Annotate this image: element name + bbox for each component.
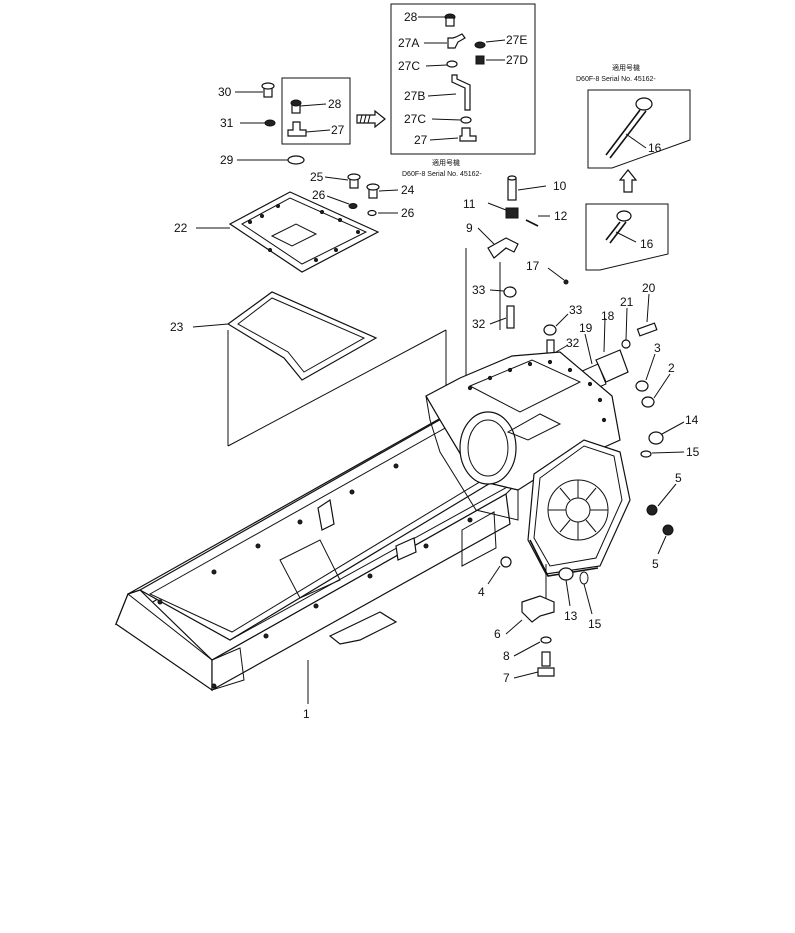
callout-17: 17: [526, 259, 540, 273]
cover-plate: [228, 191, 380, 273]
serial-note-right-line2: D60F-8 Serial No. 45162-: [576, 76, 656, 83]
callout-18: 18: [601, 309, 615, 323]
callout-7: 7: [503, 671, 510, 685]
callout-32: 32: [472, 317, 486, 331]
callout-27: 27: [414, 133, 428, 147]
arrow-up-icon: [618, 169, 638, 193]
callout-24: 24: [401, 183, 415, 197]
callout-5: 5: [652, 557, 659, 571]
callout-12: 12: [554, 209, 568, 223]
gasket: [226, 291, 378, 381]
callout-28: 28: [404, 10, 418, 24]
callout-15: 15: [588, 617, 602, 631]
callout-4: 4: [478, 585, 485, 599]
serial-note-top-line1: 適用号機: [432, 158, 460, 167]
callout-27: 27: [331, 123, 345, 137]
callout-2: 2: [668, 361, 675, 375]
serial-note-right-line1: 適用号機: [612, 63, 640, 72]
callout-19: 19: [579, 321, 593, 335]
callout-33: 33: [472, 283, 486, 297]
callout-6: 6: [494, 627, 501, 641]
callout-5: 5: [675, 471, 682, 485]
detail-box-top: 28 27A 27C 27B 27C 27 27E 27D: [390, 3, 536, 155]
callout-32: 32: [566, 336, 580, 350]
callout-3: 3: [654, 341, 661, 355]
callout-25: 25: [310, 170, 324, 184]
callout-31: 31: [220, 116, 234, 130]
callout-23: 23: [170, 320, 184, 334]
main-frame: [114, 351, 631, 692]
detail-box-left: 28 27: [281, 77, 351, 145]
callout-28: 28: [328, 97, 342, 111]
callout-33: 33: [569, 303, 583, 317]
callout-11: 11: [463, 197, 476, 211]
callout-27C: 27C: [398, 59, 420, 73]
callout-27C: 27C: [404, 112, 426, 126]
serial-note-top-line2: D60F-8 Serial No. 45162-: [402, 171, 482, 178]
detail-box-right-lower: 16: [585, 203, 669, 271]
callout-26: 26: [312, 188, 326, 202]
callout-21: 21: [620, 295, 634, 309]
callout-13: 13: [564, 609, 578, 623]
callout-26: 26: [401, 206, 415, 220]
callout-20: 20: [642, 281, 656, 295]
callout-30: 30: [218, 85, 232, 99]
callout-16: 16: [648, 141, 662, 155]
callout-15: 15: [686, 445, 700, 459]
callout-22: 22: [174, 221, 188, 235]
callout-27B: 27B: [404, 89, 425, 103]
callout-8: 8: [503, 649, 510, 663]
detail-box-right: 16: [587, 89, 691, 169]
callout-9: 9: [466, 221, 473, 235]
callout-10: 10: [553, 179, 567, 193]
callout-27A: 27A: [398, 36, 419, 50]
callout-27E: 27E: [506, 33, 527, 47]
callout-14: 14: [685, 413, 699, 427]
callout-27D: 27D: [506, 53, 528, 67]
callout-1: 1: [303, 707, 310, 721]
callout-29: 29: [220, 153, 234, 167]
callout-16: 16: [640, 237, 654, 251]
